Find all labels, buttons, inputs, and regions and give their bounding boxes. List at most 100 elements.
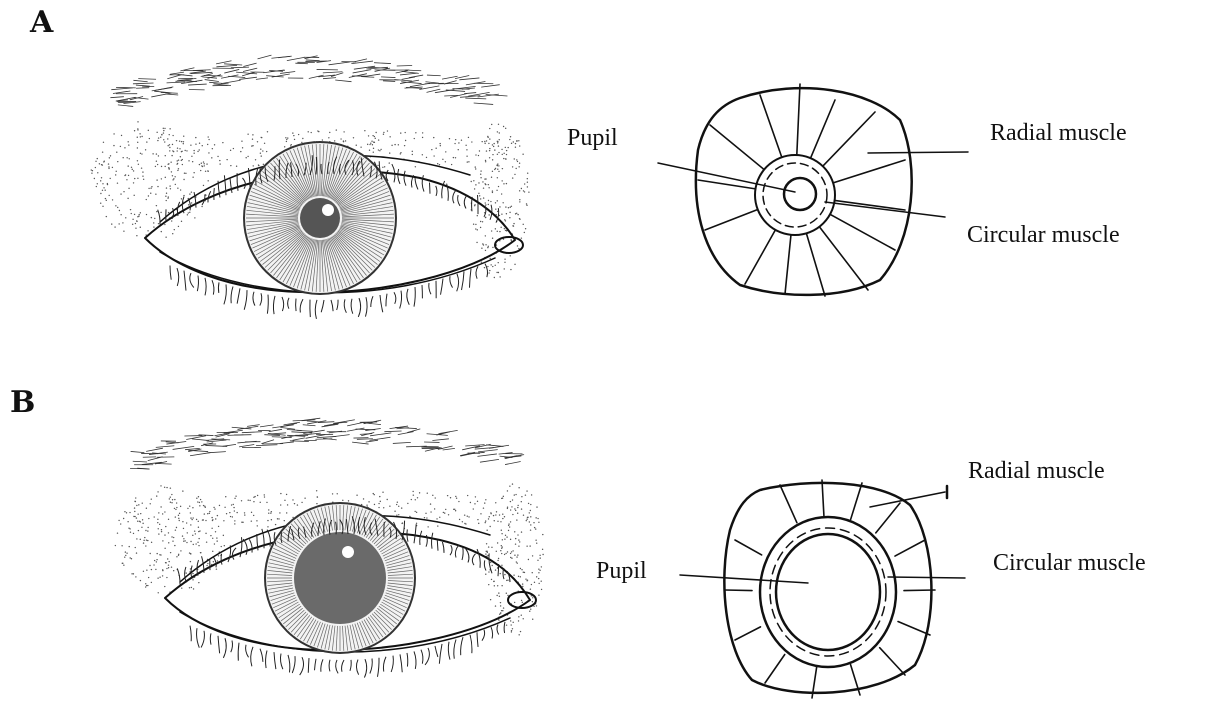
shade-dot <box>505 158 506 159</box>
shade-dot <box>182 159 183 160</box>
eyelash <box>184 271 186 291</box>
shade-dot <box>515 538 516 539</box>
shade-dot <box>499 276 500 277</box>
shade-dot <box>157 519 158 520</box>
brow-hair <box>133 83 154 84</box>
shade-dot <box>157 522 158 523</box>
shade-dot <box>537 518 538 519</box>
shade-dot <box>425 513 426 514</box>
eyelash <box>260 293 262 305</box>
shade-dot <box>216 540 217 541</box>
shade-dot <box>510 624 511 625</box>
circular-muscle-label-a: Circular muscle <box>967 222 1120 248</box>
shade-dot <box>430 503 431 504</box>
shade-dot <box>168 561 169 562</box>
eyelash <box>469 269 471 288</box>
shade-dot <box>519 219 520 220</box>
shade-dot <box>278 518 279 519</box>
shade-dot <box>530 609 531 610</box>
brow-hair <box>432 439 449 441</box>
radial-muscle-line <box>785 235 791 294</box>
shade-dot <box>108 166 109 167</box>
shade-dot <box>526 545 527 546</box>
shade-dot <box>511 630 512 631</box>
shade-dot <box>475 168 476 169</box>
shade-dot <box>483 197 484 198</box>
shade-dot <box>496 595 497 596</box>
eyelash <box>238 643 239 661</box>
shade-dot <box>526 203 527 204</box>
shade-dot <box>415 132 416 133</box>
shade-dot <box>131 573 132 574</box>
shade-dot <box>193 150 194 151</box>
shade-dot <box>268 513 269 514</box>
brow-hair <box>303 425 316 426</box>
shade-dot <box>398 144 399 145</box>
shade-dot <box>151 186 152 187</box>
shade-dot <box>252 134 253 135</box>
brow-hair <box>205 445 227 446</box>
shade-dot <box>183 541 184 542</box>
shade-dot <box>445 151 446 152</box>
shade-dot <box>124 147 125 148</box>
shade-dot <box>501 213 502 214</box>
shade-dot <box>181 198 182 199</box>
brow-hair <box>280 71 295 73</box>
shade-dot <box>468 161 469 162</box>
shade-dot <box>521 569 522 570</box>
shade-dot <box>166 568 167 569</box>
shade-dot <box>91 172 92 173</box>
shade-dot <box>304 498 305 499</box>
shade-dot <box>116 171 117 172</box>
shade-dot <box>260 149 261 150</box>
shade-dot <box>414 138 415 139</box>
shade-dot <box>521 496 522 497</box>
shade-dot <box>400 152 401 153</box>
shade-dot <box>142 171 143 172</box>
shade-dot <box>455 510 456 511</box>
shade-dot <box>530 510 531 511</box>
shade-dot <box>507 147 508 148</box>
eyelash <box>414 651 416 669</box>
shade-dot <box>412 154 413 155</box>
brow-hair <box>397 66 412 67</box>
eyelash <box>453 190 457 204</box>
shade-dot <box>471 141 472 142</box>
pupil-label-b: Pupil <box>596 558 647 584</box>
shade-dot <box>371 141 372 142</box>
shade-dot <box>510 239 511 240</box>
shade-dot <box>161 531 162 532</box>
shade-dot <box>465 523 466 524</box>
shade-dot <box>501 548 502 549</box>
shade-dot <box>198 527 199 528</box>
shade-dot <box>518 487 519 488</box>
shade-dot <box>492 171 493 172</box>
shade-dot <box>502 539 503 540</box>
shade-dot <box>129 528 130 529</box>
shade-dot <box>142 523 143 524</box>
shade-dot <box>180 550 181 551</box>
shade-dot <box>518 539 519 540</box>
shade-dot <box>207 136 208 137</box>
shade-dot <box>198 582 199 583</box>
shade-dot <box>427 526 428 527</box>
shade-dot <box>161 166 162 167</box>
shade-dot <box>532 619 533 620</box>
radial-muscle-line <box>760 95 782 157</box>
shade-dot <box>191 587 192 588</box>
eyelash <box>342 660 344 672</box>
shade-dot <box>171 171 172 172</box>
radial-leader-a <box>868 152 968 153</box>
shade-dot <box>172 179 173 180</box>
shade-dot <box>151 498 152 499</box>
shade-dot <box>524 191 525 192</box>
shade-dot <box>158 533 159 534</box>
shade-dot <box>538 594 539 595</box>
shade-dot <box>106 216 107 217</box>
eyelash <box>350 660 351 671</box>
brow-hair <box>464 93 476 94</box>
shade-dot <box>262 150 263 151</box>
shade-dot <box>176 556 177 557</box>
shade-dot <box>477 229 478 230</box>
shade-dot <box>488 246 489 247</box>
